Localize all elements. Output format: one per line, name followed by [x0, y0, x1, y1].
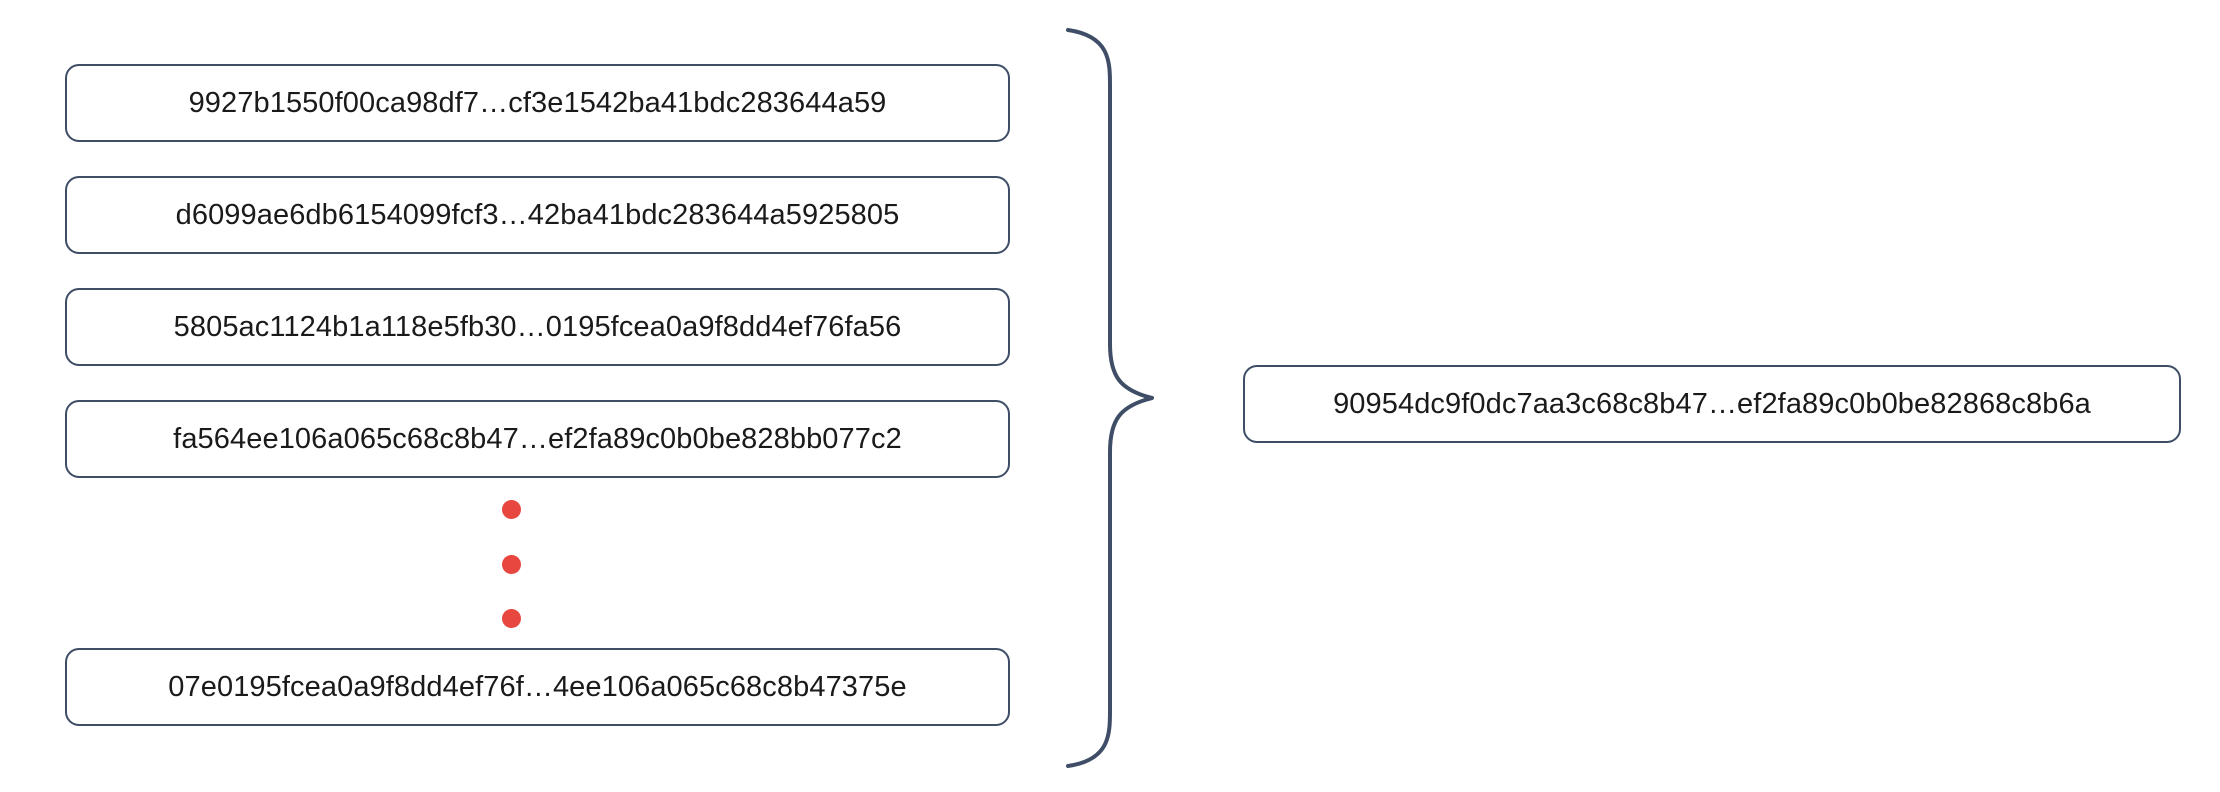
- input-hash-text-2: d6099ae6db6154099fcf3…42ba41bdc283644a59…: [175, 198, 900, 231]
- ellipsis-dot-2: [501, 554, 521, 574]
- input-hash-box-1[interactable]: 9927b1550f00ca98df7…cf3e1542ba41bdc28364…: [65, 64, 1010, 142]
- ellipsis-dot-3: [501, 609, 521, 628]
- input-hash-box-3[interactable]: 5805ac1124b1a118e5fb30…0195fcea0a9f8dd4e…: [65, 288, 1010, 366]
- input-hash-text-4: fa564ee106a065c68c8b47…ef2fa89c0b0be828b…: [173, 422, 902, 455]
- output-hash-text: 90954dc9f0dc7aa3c68c8b47…ef2fa89c0b0be82…: [1333, 387, 2091, 420]
- input-hash-box-2[interactable]: d6099ae6db6154099fcf3…42ba41bdc283644a59…: [65, 176, 1010, 254]
- ellipsis-dot-1: [501, 500, 521, 519]
- vertical-ellipsis-icon: [496, 500, 526, 628]
- input-hash-text-1: 9927b1550f00ca98df7…cf3e1542ba41bdc28364…: [188, 86, 887, 119]
- input-hash-box-4[interactable]: fa564ee106a065c68c8b47…ef2fa89c0b0be828b…: [65, 400, 1010, 478]
- output-hash-box[interactable]: 90954dc9f0dc7aa3c68c8b47…ef2fa89c0b0be82…: [1243, 365, 2181, 443]
- input-hash-text-3: 5805ac1124b1a118e5fb30…0195fcea0a9f8dd4e…: [173, 310, 902, 343]
- curly-brace-icon: [1040, 28, 1170, 768]
- input-hash-text-5: 07e0195fcea0a9f8dd4ef76f…4ee106a065c68c8…: [168, 670, 907, 703]
- input-hash-box-5[interactable]: 07e0195fcea0a9f8dd4ef76f…4ee106a065c68c8…: [65, 648, 1010, 726]
